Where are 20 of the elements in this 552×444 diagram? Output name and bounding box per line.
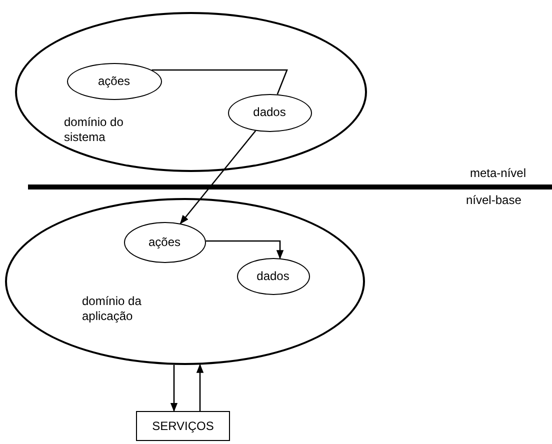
arrow xyxy=(170,364,178,412)
arrow xyxy=(206,240,284,260)
node-label: ações xyxy=(148,234,181,250)
node-label: dados xyxy=(253,105,286,120)
node-label: ações xyxy=(98,74,130,88)
level-label: meta-nível xyxy=(470,166,526,180)
arrow xyxy=(196,364,204,411)
arrow xyxy=(180,130,256,224)
ellipse-node xyxy=(124,222,206,262)
level-label: nível-base xyxy=(466,193,522,207)
node-label: domínio do sistema xyxy=(64,115,124,145)
ellipse-node xyxy=(66,62,162,100)
node-label: domínio da aplicação xyxy=(82,294,142,324)
domain-ellipse xyxy=(15,12,367,172)
ellipse-node xyxy=(236,258,310,294)
domain-ellipse xyxy=(5,198,365,365)
node-label: SERVIÇOS xyxy=(152,418,214,434)
ellipse-node xyxy=(228,94,312,132)
process-box xyxy=(136,411,230,441)
node-label: dados xyxy=(256,268,290,284)
